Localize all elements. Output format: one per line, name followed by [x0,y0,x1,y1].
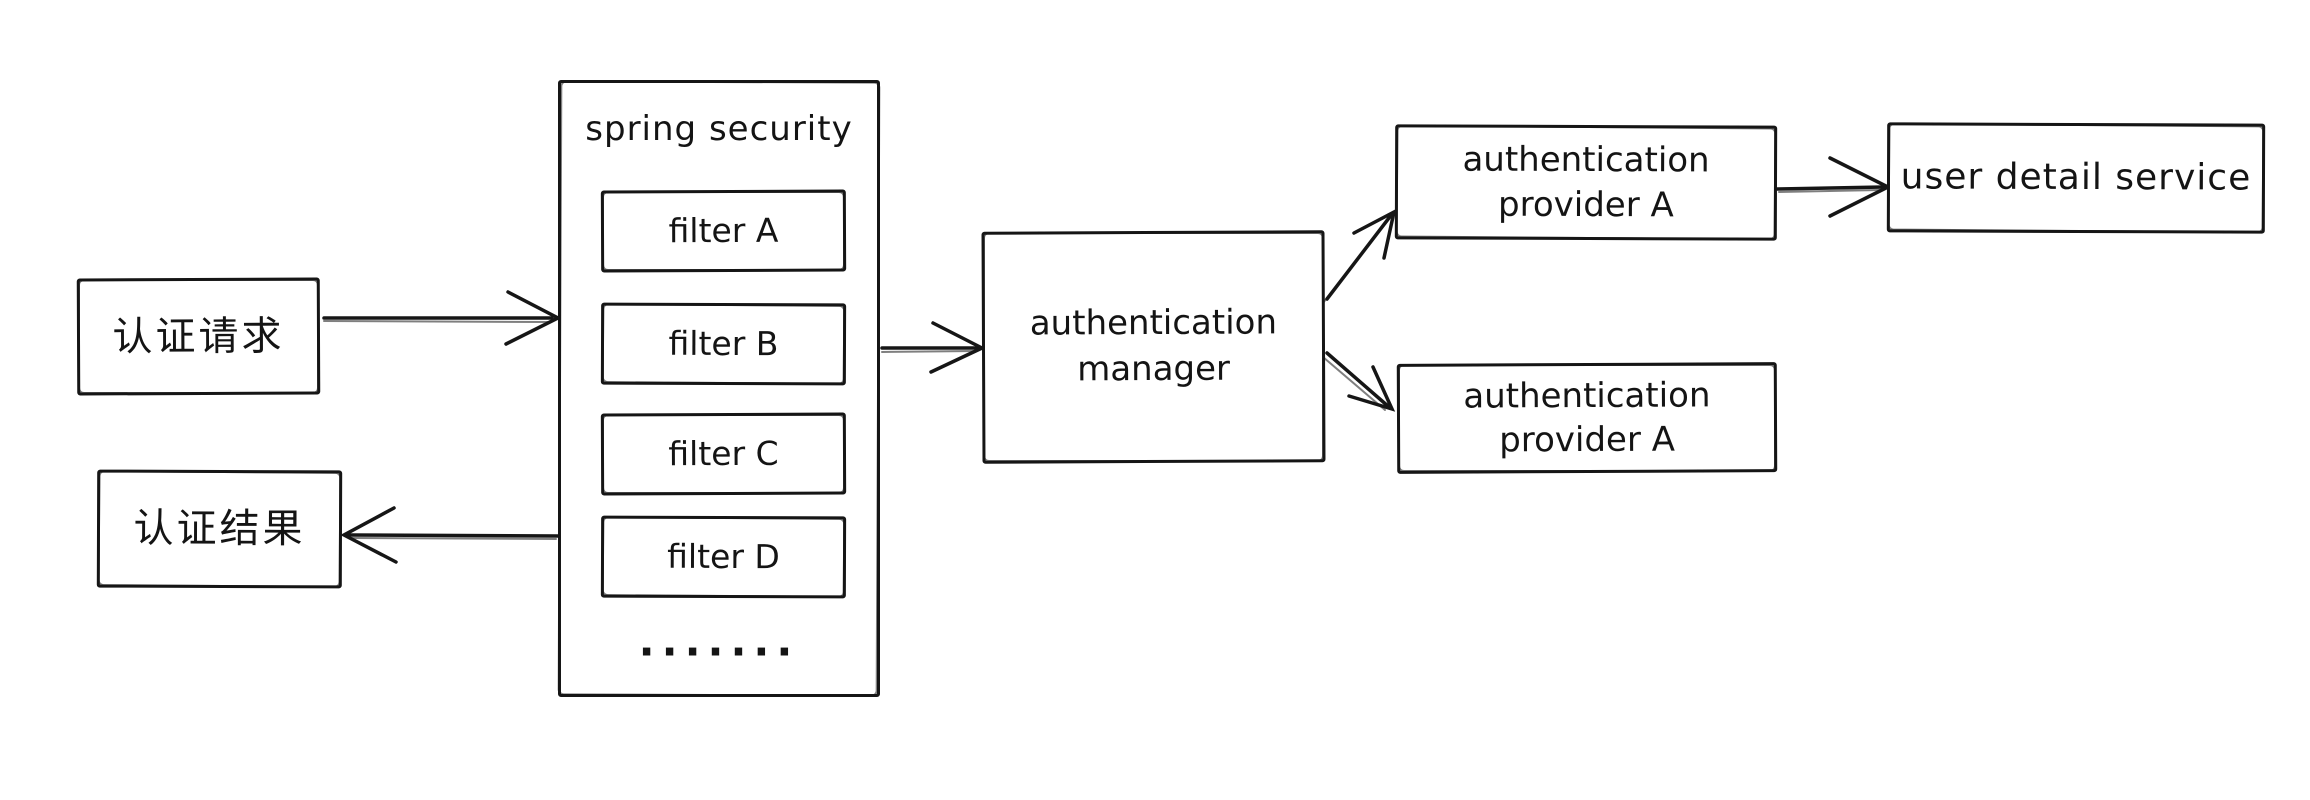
auth-request-label: 认证请求 [112,313,285,360]
filter-a-node: filter A [600,189,847,273]
spring-security-container: spring security filter A filter B filter… [558,80,880,697]
more-filters-ellipsis: ······· [638,627,800,676]
filter-d-label: filter D [667,536,780,576]
filter-a-label: filter A [668,210,779,250]
filter-c-label: filter C [668,433,779,473]
arrow-filters-to-manager [880,321,986,374]
auth-result-node: 认证结果 [96,469,343,589]
arrow-manager-to-provider-bottom [1322,351,1396,412]
arrow-request-to-filters [322,290,562,346]
filter-b-node: filter B [600,302,847,386]
arrow-provider-to-user-detail [1775,156,1892,218]
arrow-manager-to-provider-top [1322,208,1397,304]
auth-manager-label-line1: authentication [1029,302,1278,344]
auth-result-label: 认证结果 [133,505,306,553]
auth-provider-bottom-node: authentication provider A [1396,362,1778,474]
auth-request-node: 认证请求 [76,277,321,396]
arrow-filters-to-result [340,506,560,564]
auth-provider-top-label-line2: provider A [1497,184,1674,225]
auth-manager-node: authentication manager [981,230,1326,464]
auth-provider-top-label-line1: authentication [1462,139,1710,181]
auth-provider-top-node: authentication provider A [1394,124,1778,241]
spring-security-title: spring security [585,109,853,149]
filter-c-node: filter C [600,412,847,496]
auth-provider-bottom-label-line1: authentication [1463,375,1711,417]
filter-b-label: filter B [668,323,779,363]
filter-d-node: filter D [600,515,847,599]
auth-manager-label-line2: manager [1077,348,1231,390]
user-detail-service-label: user detail service [1900,155,2252,199]
user-detail-service-node: user detail service [1886,122,2266,234]
auth-provider-bottom-label-line2: provider A [1499,419,1676,461]
